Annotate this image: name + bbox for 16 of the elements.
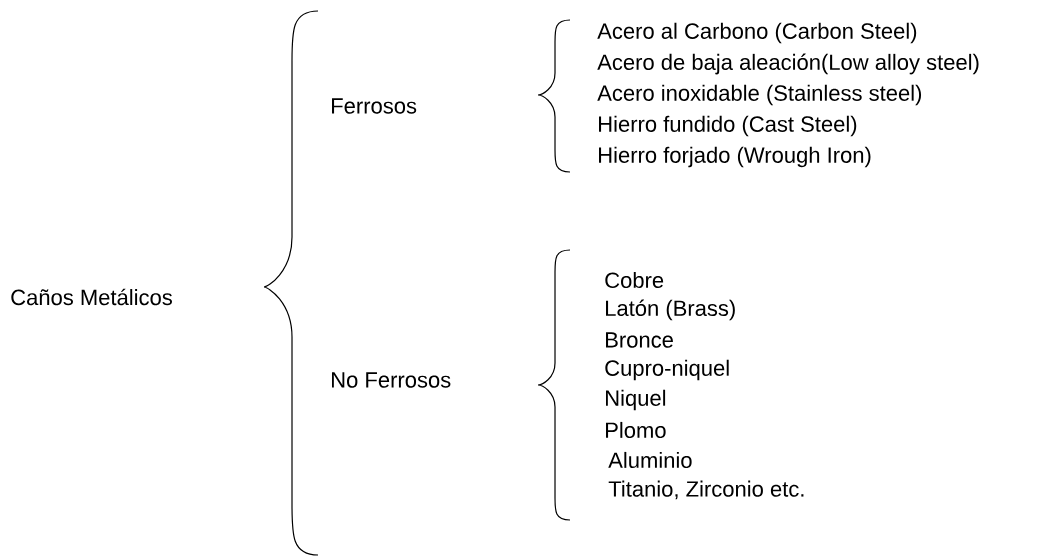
list-item: Latón (Brass) (606, 299, 735, 321)
root-label: Caños Metálicos (11, 288, 172, 306)
list-item: Acero inoxidable (Stainless steel) (597, 84, 922, 106)
group-label: Ferrosos (332, 98, 417, 114)
list-item: Cupro-niquel (605, 359, 729, 381)
list-item: Acero al Carbono (Carbon Steel) (597, 22, 917, 44)
list-item: Plomo (606, 421, 666, 439)
list-item: Titanio, Zirconio etc. (608, 480, 804, 500)
list-item: Hierro forjado (Wrough Iron) (599, 146, 871, 168)
list-item: Acero de baja aleación(Low alloy steel) (597, 53, 979, 75)
group-label: No Ferrosos (332, 372, 451, 388)
list-item: Cobre (605, 271, 664, 289)
list-item: Niquel (606, 389, 666, 411)
list-item: Bronce (606, 332, 673, 348)
list-item: Aluminio (608, 451, 692, 469)
list-item: Hierro fundido (Cast Steel) (599, 115, 857, 137)
